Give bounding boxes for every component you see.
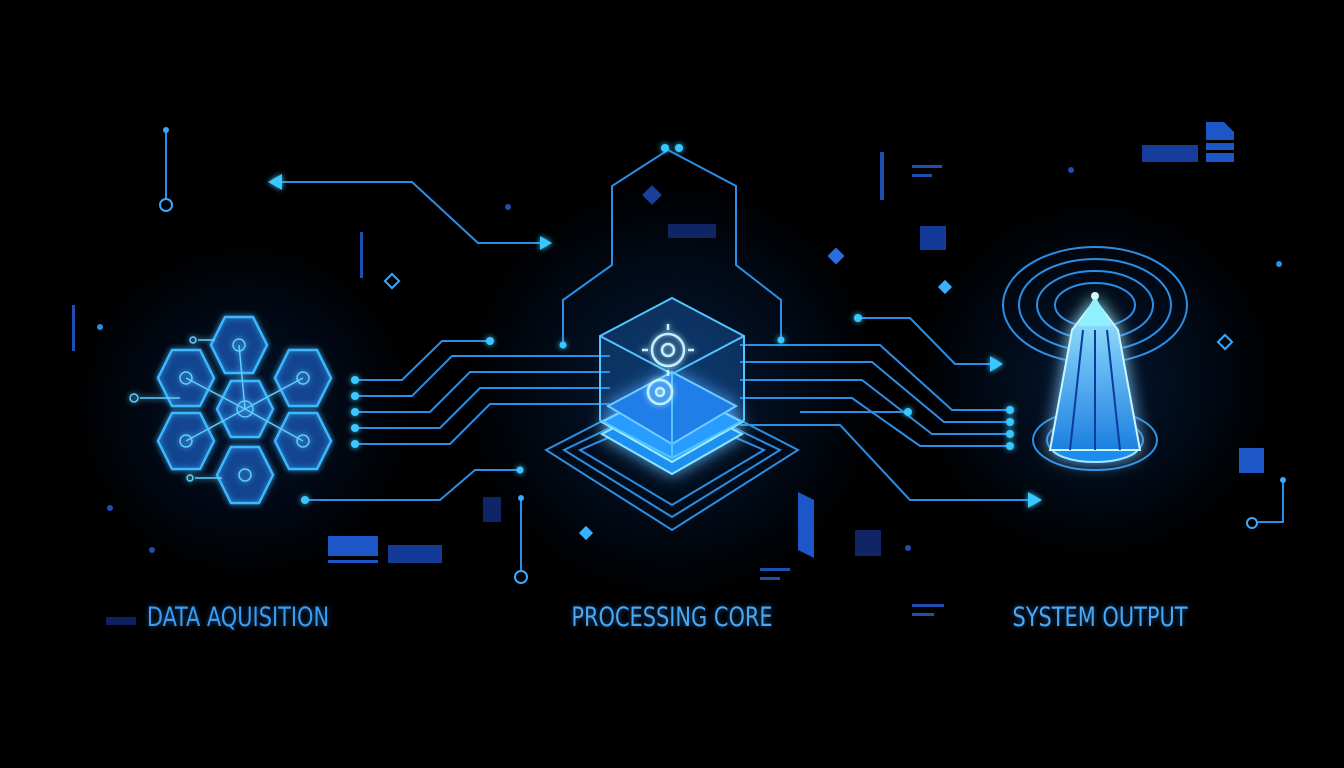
processor-chip-icon <box>543 296 801 532</box>
decor-layer <box>72 122 1286 625</box>
stage-label-system-output: SYSTEM OUTPUT <box>1012 602 1188 633</box>
stage-label-processing-core: PROCESSING CORE <box>571 602 773 633</box>
signal-tower-icon <box>1002 246 1188 471</box>
stage-label-data-acquisition: DATA AQUISITION <box>146 602 330 633</box>
hexagon-cluster-icon <box>129 315 333 505</box>
trace-terminals <box>268 144 1042 508</box>
